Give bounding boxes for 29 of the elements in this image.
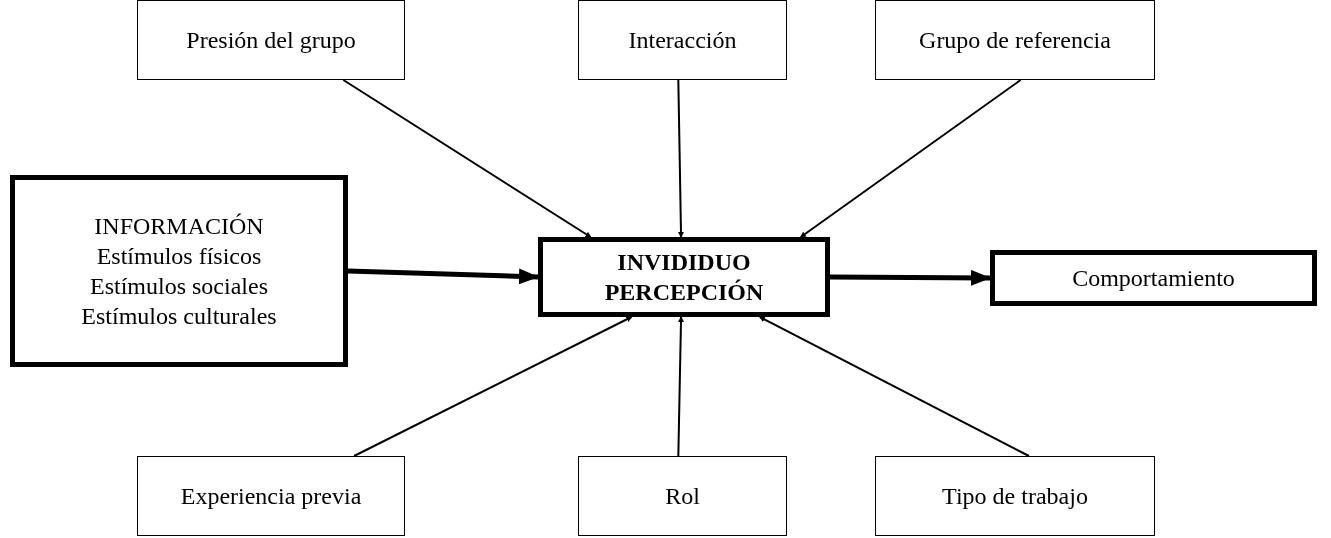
node-text: Rol bbox=[665, 482, 700, 511]
node-text: Presión del grupo bbox=[186, 26, 356, 55]
label-box bbox=[137, 456, 405, 536]
label-box bbox=[578, 0, 787, 80]
arrow bbox=[677, 316, 684, 457]
node-text: INFORMACIÓN bbox=[94, 212, 264, 241]
label-box bbox=[578, 456, 787, 536]
node-text: Estímulos sociales bbox=[90, 272, 268, 301]
arrow bbox=[758, 316, 1030, 457]
arrow bbox=[347, 268, 539, 285]
node-text: Experiencia previa bbox=[180, 482, 362, 511]
node-text: INVIDIDUO PERCEPCIÓN bbox=[603, 248, 765, 307]
label-box bbox=[137, 0, 405, 80]
arrow bbox=[799, 79, 1022, 238]
thick-box bbox=[10, 175, 348, 367]
arrow bbox=[353, 316, 633, 457]
node-text: Comportamiento bbox=[1072, 264, 1235, 293]
node-text: Interacción bbox=[628, 26, 737, 55]
arrow bbox=[677, 79, 684, 238]
thick-box bbox=[538, 237, 830, 317]
label-box bbox=[875, 0, 1155, 80]
label-box bbox=[875, 456, 1155, 536]
node-text: Grupo de referencia bbox=[919, 26, 1111, 55]
arrow bbox=[342, 79, 592, 238]
thick-box bbox=[990, 250, 1317, 306]
node-text: Estímulos culturales bbox=[81, 302, 277, 331]
arrow bbox=[830, 269, 991, 286]
node-text: Estímulos físicos bbox=[96, 242, 262, 271]
node-text: Tipo de trabajo bbox=[942, 482, 1088, 511]
